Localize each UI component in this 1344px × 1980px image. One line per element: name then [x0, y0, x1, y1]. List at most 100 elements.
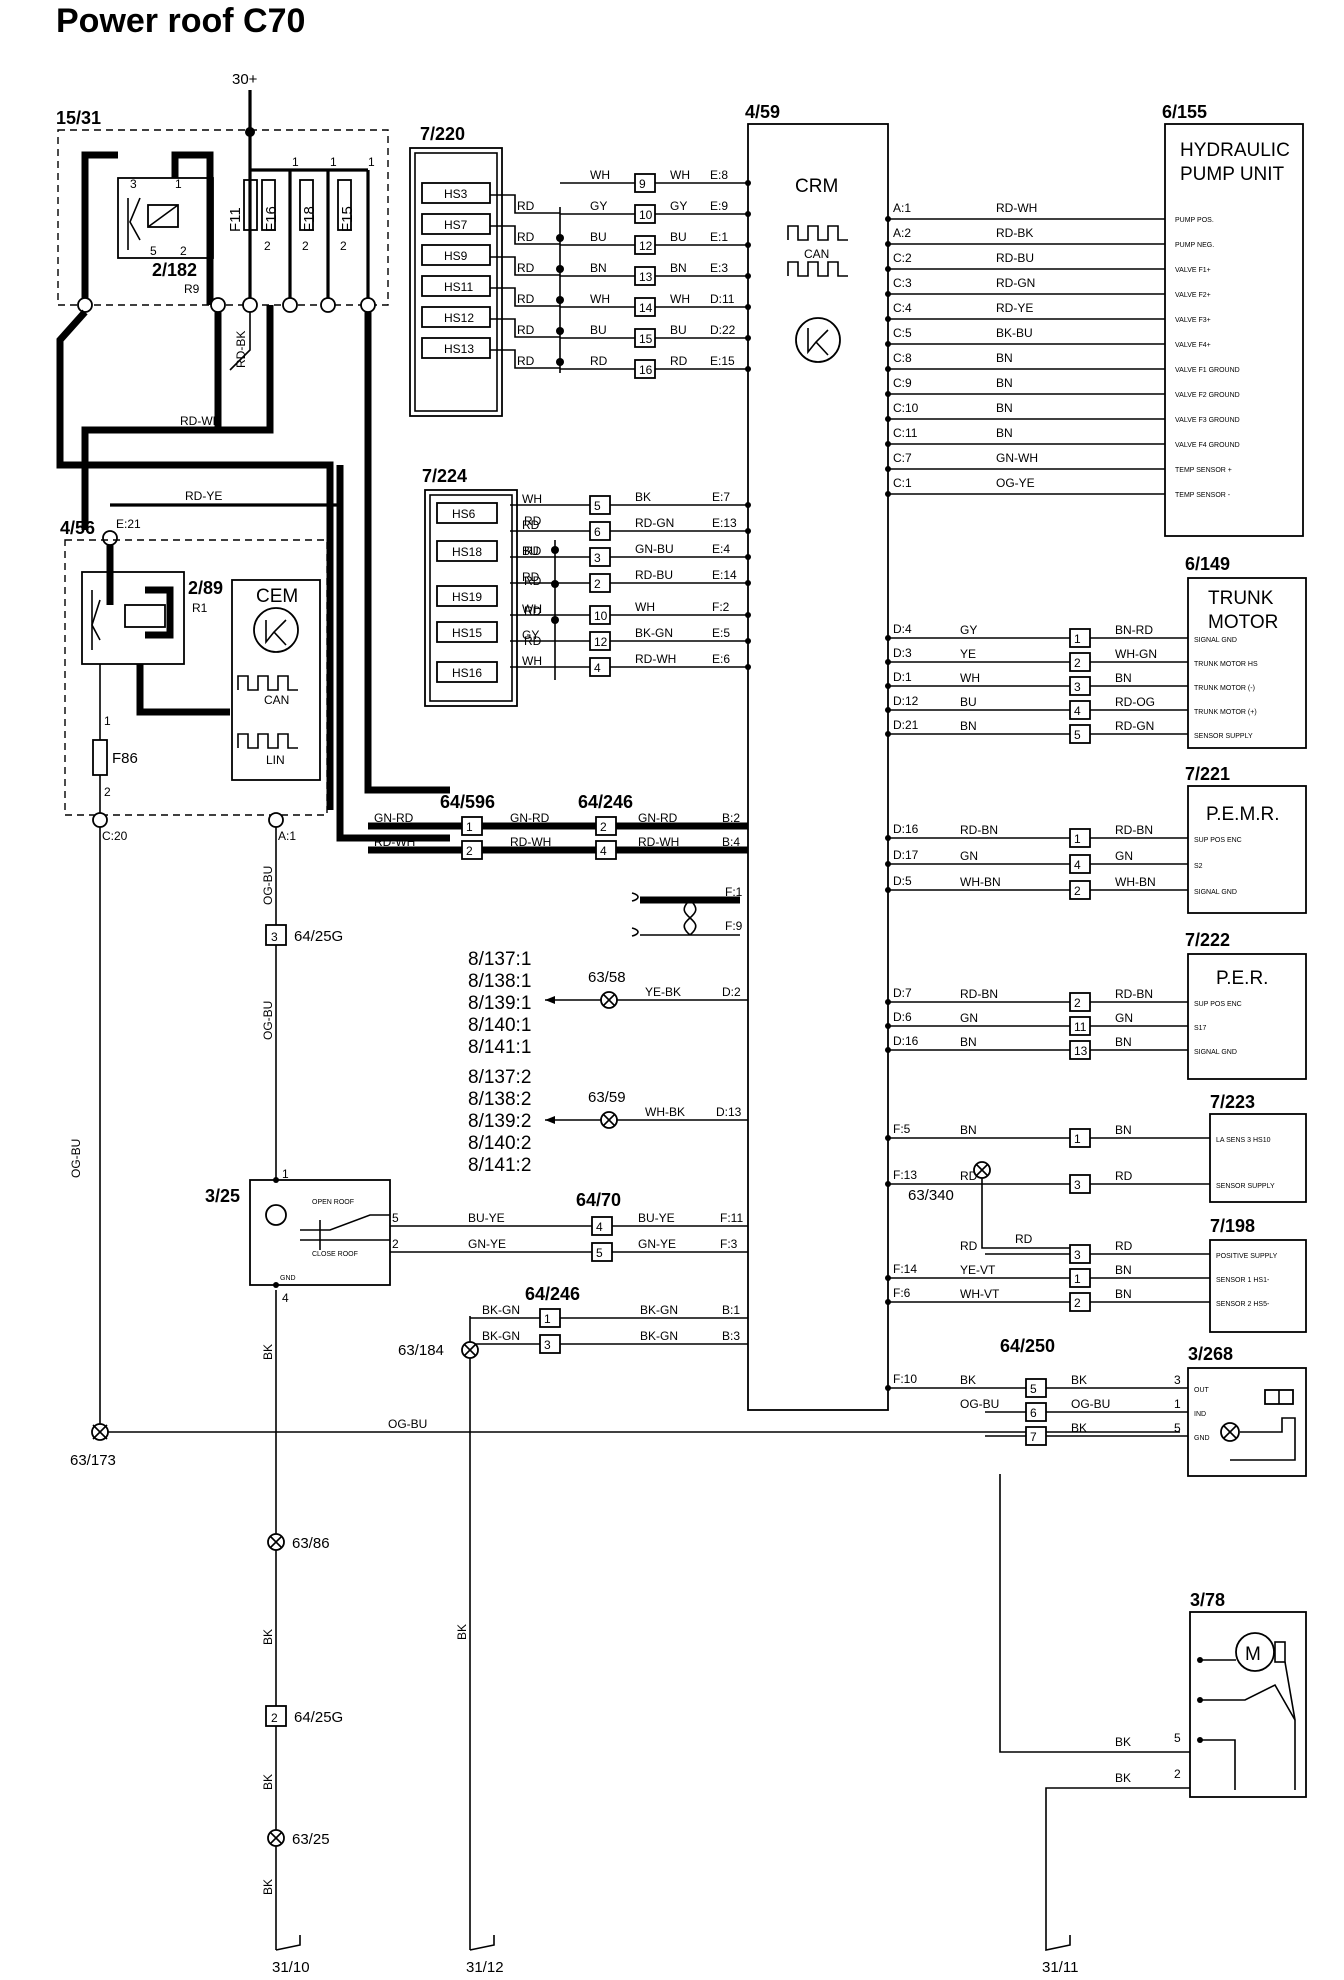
wire-label: RD: [524, 544, 542, 558]
connector-64-250: 64/250: [1000, 1336, 1055, 1356]
crm-pin: E:8: [710, 168, 728, 182]
switch-hs7: [421, 213, 491, 235]
switch-label: HS9: [444, 249, 468, 263]
wire-label: RD: [517, 261, 535, 275]
pin-dot: [885, 316, 891, 322]
crm-pin: E:1: [710, 230, 728, 244]
switch-label: HS7: [444, 218, 468, 232]
wire-label-bk-2: BK: [261, 1629, 275, 1645]
wire-label-og-bu-a1b: OG-BU: [261, 1001, 275, 1040]
wire-label: GN: [960, 849, 978, 863]
pin-dot: [885, 241, 891, 247]
switch-label: HS12: [444, 311, 474, 325]
wire-label: BU: [590, 230, 607, 244]
wire-label: BN: [1115, 1263, 1132, 1277]
connector-pin: 14: [639, 301, 653, 315]
wire-label-rd-340: RD: [1015, 1232, 1033, 1246]
wire-label: WH: [590, 168, 610, 182]
pin-dot: [745, 304, 751, 310]
crm-pin: D:22: [710, 323, 736, 337]
wire-label: RD-BN: [960, 823, 998, 837]
pin-dot: [745, 664, 751, 670]
wire-label: BK-GN: [635, 626, 673, 640]
crm-pin: B:3: [722, 1329, 740, 1343]
reference-label: 8/138:2: [468, 1089, 531, 1110]
wire-label: BN: [996, 376, 1013, 390]
wire-label: BU-YE: [638, 1211, 675, 1225]
wire-label-wh-bk: WH-BK: [645, 1105, 685, 1119]
module-pin: SENSOR 2 HS5-: [1216, 1301, 1270, 1308]
crm-pin: B:2: [722, 811, 740, 825]
connector-pin: 10: [639, 208, 653, 222]
crm-pin: E:15: [710, 354, 735, 368]
wire-label: BN: [960, 1123, 977, 1137]
wire-label: GN-YE: [638, 1237, 676, 1251]
crm-pin: C:2: [893, 251, 912, 265]
junction-dot: [551, 546, 559, 554]
crm-pin: E:4: [712, 542, 730, 556]
pin-dot: [885, 466, 891, 472]
trunk-id: 6/149: [1185, 554, 1230, 574]
wire-label-og-bu-left: OG-BU: [69, 1139, 83, 1178]
connector-pin: 4: [596, 1220, 603, 1234]
reference-label: 8/140:2: [468, 1133, 531, 1154]
wire-label: BN-RD: [1115, 623, 1153, 637]
connector-pin: 13: [639, 270, 653, 284]
crm-pin: C:3: [893, 276, 912, 290]
relay-2-89-id: 2/89: [188, 578, 223, 598]
wire-label: YE: [960, 647, 976, 661]
ground-31-12-label: 31/12: [466, 1959, 504, 1976]
connector-pin: 1: [544, 1312, 551, 1326]
switch-hs13: [421, 337, 491, 359]
wire-label: GY: [522, 628, 539, 642]
junction-dot: [551, 616, 559, 624]
switch-hs12: [421, 306, 491, 328]
switch-hs11: [421, 275, 491, 297]
wire-label-rd-ye: RD-YE: [185, 489, 222, 503]
fuse-f86-pin-1: 1: [104, 714, 111, 728]
crm-pin: D:16: [893, 1034, 919, 1048]
junction-dot: [556, 234, 564, 242]
crm-id: 4/59: [745, 102, 780, 122]
crm-pin: F:13: [893, 1168, 917, 1182]
splice-63-340: 63/340: [908, 1187, 954, 1204]
fuse-pin-2a: 2: [264, 239, 271, 253]
crm-pin: F:14: [893, 1262, 917, 1276]
wire-label-og-bu-a1: OG-BU: [261, 866, 275, 905]
cem-pin-a1: A:1: [278, 829, 296, 843]
crm-pin: D:17: [893, 848, 919, 862]
connector-64-596: 64/596: [440, 792, 495, 812]
connector-pin: 3: [594, 551, 601, 565]
wire-label: RD-YE: [996, 301, 1033, 315]
module-pin: LA SENS 3 HS10: [1216, 1137, 1271, 1144]
cem-pin-e21: E:21: [116, 517, 141, 531]
crm-pin: C:5: [893, 326, 912, 340]
connector-64-246: 64/246: [578, 792, 633, 812]
trunk-motor: [1187, 577, 1307, 749]
wire-label: GY: [590, 199, 607, 213]
c7-223-id: 7/223: [1210, 1092, 1255, 1112]
module-pin: OUT: [1194, 1387, 1210, 1394]
wire-label: BN: [996, 351, 1013, 365]
wire-label: RD: [524, 514, 542, 528]
wire-label: GN: [1115, 1011, 1133, 1025]
wire-label: RD: [517, 230, 535, 244]
connector-pin: 11: [1074, 1020, 1087, 1034]
crm-pin: C:9: [893, 376, 912, 390]
per-name: P.E.R.: [1216, 968, 1268, 989]
crm-pin: D:4: [893, 622, 912, 636]
crm-pin: D:5: [893, 874, 912, 888]
wire-label: BU: [522, 544, 539, 558]
cem-module-name: CEM: [256, 586, 298, 607]
connector-64-25g-b: 64/25G: [294, 1709, 343, 1726]
fuse-pin-1b: 1: [330, 155, 337, 169]
wire-label: WH: [670, 168, 690, 182]
pin-dot: [745, 580, 751, 586]
switch-label: HS11: [444, 280, 473, 294]
switch-pin: 2: [392, 1237, 399, 1251]
relay-2-182-id: 2/182: [152, 260, 197, 280]
crm-pin-d2: D:2: [722, 985, 741, 999]
connector-pin: 3: [1074, 680, 1081, 694]
module-pin: TRUNK MOTOR HS: [1194, 661, 1258, 668]
reference-label: 8/140:1: [468, 1015, 531, 1036]
